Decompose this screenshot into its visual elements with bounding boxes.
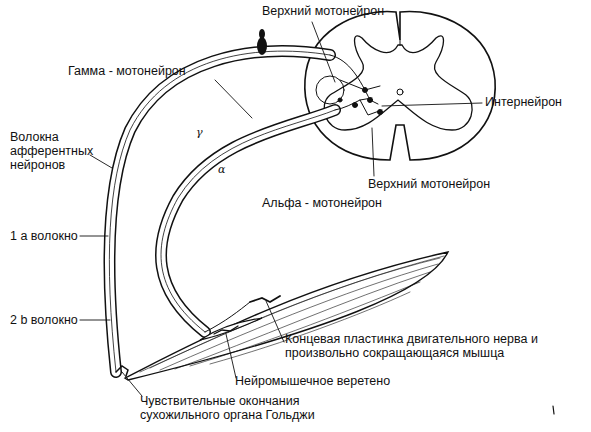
part-label: Верхний мотонейрон [262,4,402,18]
part-label: Интернейрон [485,95,585,109]
part-label: Концевая пластинка двигательного нерва и… [285,332,585,360]
part-label: 1 а волокно [10,229,90,243]
part-label: Чувствительные окончания сухожильного ор… [140,394,355,422]
part-label: Гамма - мотонейрон [68,64,218,78]
part-label: Верхний мотонейрон [368,177,508,191]
greek-symbol: α [218,163,232,177]
part-label: Волокна афферентных нейронов [10,130,105,172]
greek-symbol: γ [196,126,210,140]
part-label: 2 b волокно [10,313,90,327]
part-label: Альфа - мотонейрон [262,196,412,210]
part-label: Нейромышечное веретено [235,374,435,388]
